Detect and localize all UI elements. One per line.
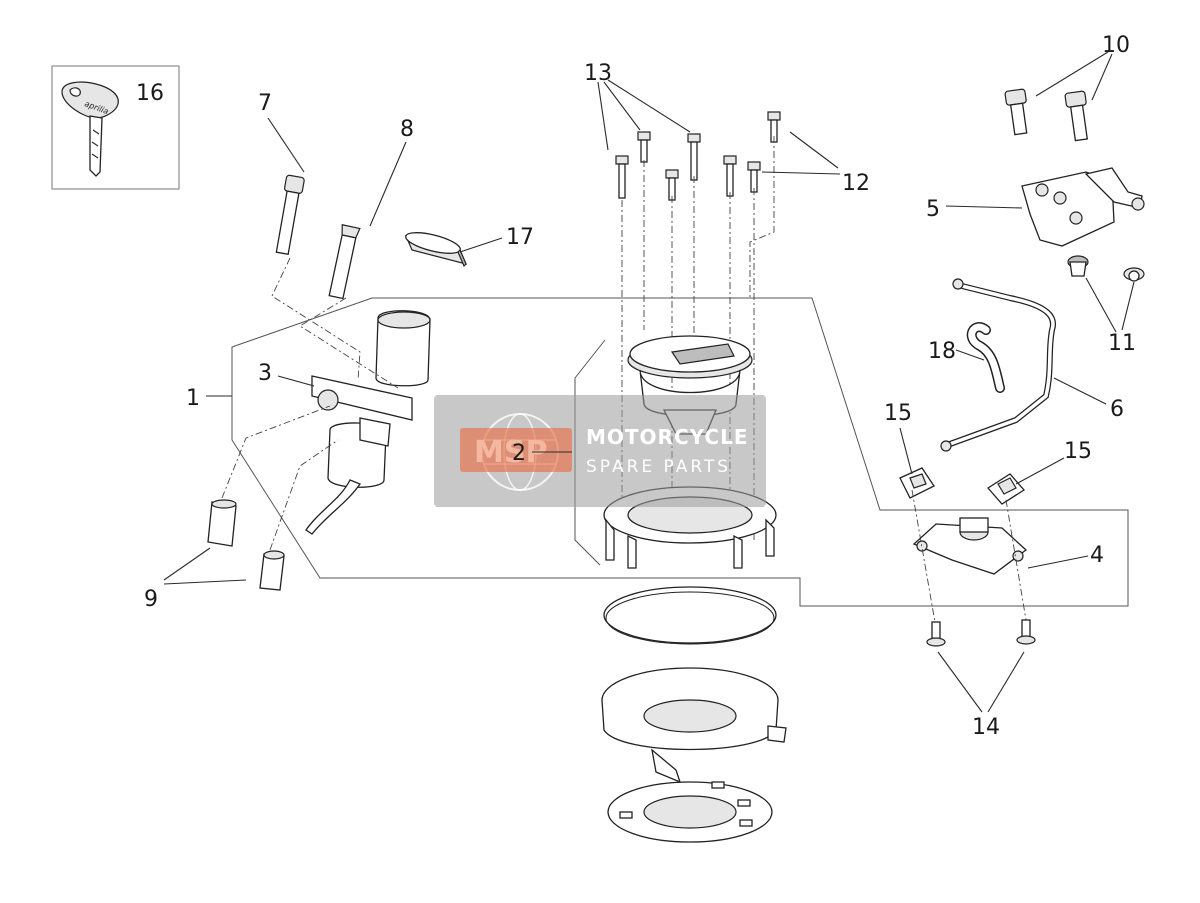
bracket-plate-4 (912, 517, 1028, 575)
leader-lines (163, 51, 1135, 713)
bolt-7 (275, 174, 305, 256)
screw-14-a (926, 621, 946, 647)
callout-5: 5 (926, 197, 940, 222)
callout-13: 13 (584, 61, 612, 86)
grommet-11-a (1067, 255, 1089, 277)
callout-4: 4 (1090, 543, 1104, 568)
ring-17 (404, 232, 468, 268)
grommet-11-b (1123, 267, 1145, 282)
bottom-plate (607, 781, 773, 843)
callout-1: 1 (186, 386, 200, 411)
callout-7: 7 (258, 91, 272, 116)
svg-text:MOTORCYCLE: MOTORCYCLE (586, 425, 748, 449)
callout-10: 10 (1102, 33, 1130, 58)
callout-12: 12 (842, 171, 870, 196)
hose-18 (966, 322, 1005, 393)
lock-body-5 (1021, 167, 1145, 247)
assembly-1-frame (231, 297, 1129, 607)
callout-3: 3 (258, 361, 272, 386)
callout-9: 9 (144, 587, 158, 612)
callout-6: 6 (1110, 397, 1124, 422)
cable-6 (940, 278, 1056, 452)
pin-8 (328, 224, 361, 300)
sleeve-9-a (207, 499, 237, 547)
callout-16: 16 (136, 81, 164, 106)
callout-11: 11 (1108, 331, 1136, 356)
ignition-switch-3 (305, 310, 431, 535)
watermark: MSP MOTORCYCLE SPARE PARTS (434, 395, 766, 507)
callout-18: 18 (928, 339, 956, 364)
screws-13-12 (615, 111, 781, 201)
key-box (51, 65, 180, 190)
callout-15-b: 15 (1064, 439, 1092, 464)
gasket-ring (603, 586, 777, 645)
callout-8: 8 (400, 117, 414, 142)
clip-15-b (987, 473, 1025, 505)
svg-text:SPARE PARTS: SPARE PARTS (586, 457, 731, 477)
sleeve-9-b (259, 550, 285, 591)
clip-15-a (899, 467, 935, 499)
callout-17: 17 (506, 225, 534, 250)
callout-14: 14 (972, 715, 1000, 740)
bolt-10-b (1064, 90, 1089, 142)
screw-14-b (1016, 619, 1036, 645)
key-icon: aprilia (61, 81, 119, 177)
bolt-10-a (1004, 88, 1028, 136)
callout-2: 2 (512, 441, 526, 466)
fuel-cap-base (601, 667, 787, 784)
callout-15-a: 15 (884, 401, 912, 426)
